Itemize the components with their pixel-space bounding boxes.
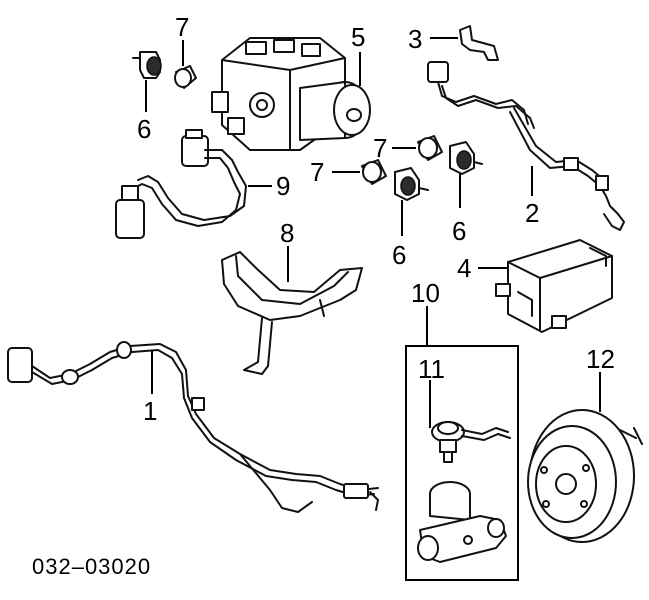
callout-7-middle-lower: 7 [310,157,324,187]
leader-lines [145,37,601,428]
solenoid-sensor-middle-upper [449,141,483,175]
solenoid-sensor-middle-lower [394,167,429,201]
abs-modulator-unit [211,37,371,151]
callout-5: 5 [351,22,365,52]
bushing-middle-lower [361,159,387,185]
callout-8: 8 [280,218,294,248]
master-cylinder-box [405,345,519,581]
abs-control-unit [495,239,613,333]
callout-6-top: 6 [137,114,151,144]
callout-9: 9 [276,171,290,201]
master-cylinder [417,481,507,563]
callout-2: 2 [525,198,539,228]
callout-12: 12 [586,344,615,374]
sensor-harness-bottom [7,341,379,513]
callout-4: 4 [457,253,471,283]
callout-6-middle-lower: 6 [392,240,406,270]
bushing-top [174,65,197,89]
modulator-bracket [221,251,363,375]
callout-10: 10 [411,278,440,308]
callout-6-middle-upper: 6 [452,216,466,246]
solenoid-sensor-top [132,51,162,79]
callout-7-middle-upper: 7 [373,133,387,163]
sensor-harness-left [115,129,247,239]
brake-booster [527,409,643,543]
callout-1: 1 [143,396,157,426]
sensor-harness-right [427,61,625,231]
diagram-code: 032–03020 [32,554,151,579]
callout-7-top: 7 [175,12,189,42]
harness-bracket [459,25,499,61]
callout-3: 3 [408,24,422,54]
callout-11: 11 [418,354,445,384]
reservoir-sensor [431,421,511,463]
bushing-middle-upper [417,135,443,161]
